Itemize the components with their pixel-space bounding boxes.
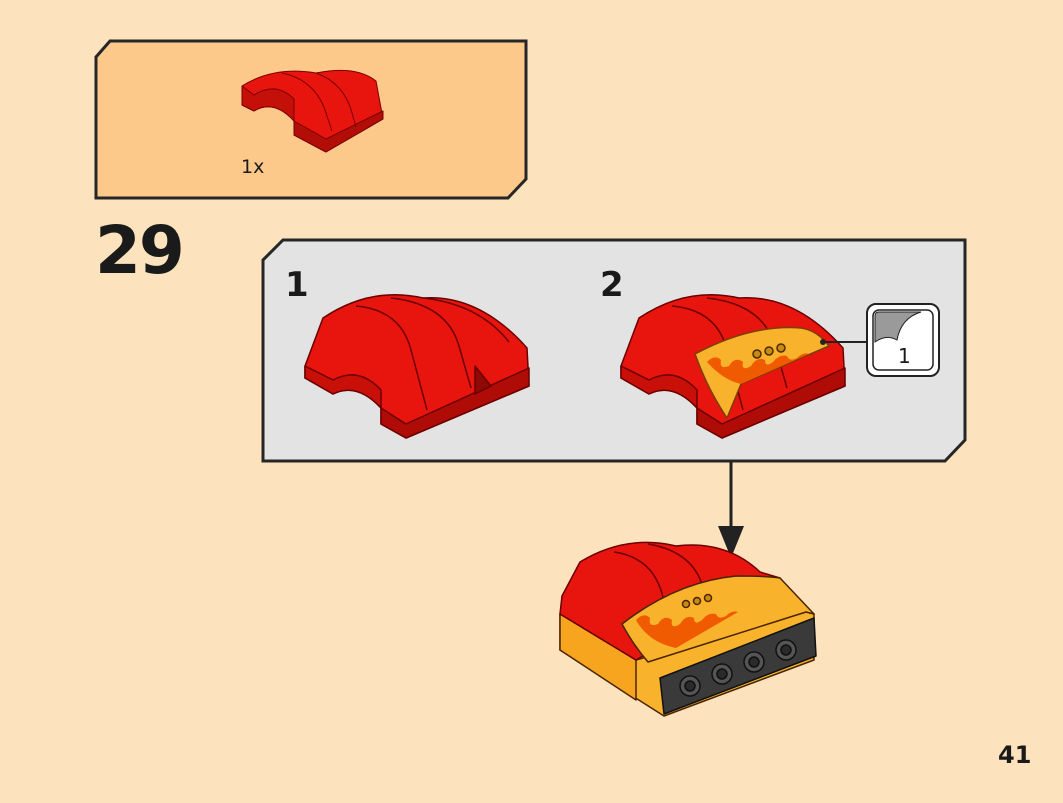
sticker-pointer-dot <box>820 339 826 345</box>
arrow-down-icon <box>718 462 744 558</box>
substep-panel <box>261 238 967 464</box>
curved-slope-brick-icon <box>241 69 384 153</box>
step-number: 29 <box>95 212 185 289</box>
sticker-peel-icon <box>874 311 922 343</box>
substep-1-label: 1 <box>285 265 309 305</box>
page-number: 41 <box>998 741 1032 769</box>
substep-2-label: 2 <box>600 265 624 305</box>
parts-callout <box>94 39 528 200</box>
sticker-badge <box>866 303 940 377</box>
curved-slope-brick-icon <box>304 293 530 439</box>
parts-count: 1x <box>241 156 265 178</box>
curved-slope-brick-with-sticker-icon <box>620 293 846 439</box>
sticker-count: 1 <box>898 344 911 368</box>
assembled-model-icon <box>559 541 817 717</box>
